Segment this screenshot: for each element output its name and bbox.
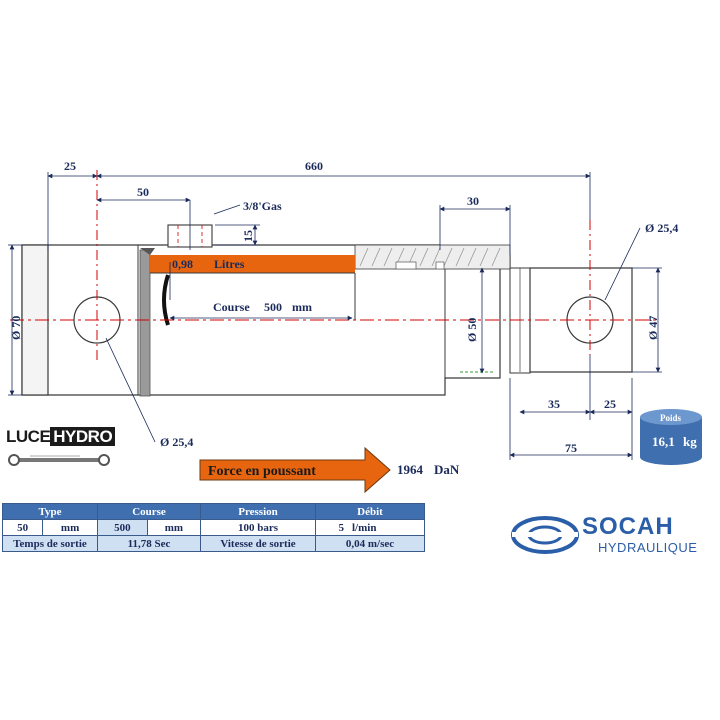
- dim-port-thread: 3/8'Gas: [243, 199, 282, 213]
- spec-table-header-row: Type Course Pression Débit: [2, 503, 425, 520]
- pression-value: 100 bars: [200, 519, 316, 536]
- header-debit: Débit: [315, 503, 425, 520]
- spec-table-values-row: 50 mm 500 mm 100 bars 5 l/min: [1, 519, 425, 536]
- dim-rod-eye-75: 75: [565, 441, 577, 455]
- oil-chamber: [150, 255, 355, 273]
- course-value: 500: [97, 519, 148, 536]
- course-unit: mm: [146, 519, 202, 536]
- force-value: 1964: [397, 462, 424, 477]
- dim-pin-hole-top: Ø 25,4: [645, 221, 678, 235]
- vitesse-value: 0,04 m/sec: [315, 535, 425, 552]
- dim-eye-offset: 25: [64, 159, 76, 173]
- dim-port-height: 15: [241, 230, 255, 242]
- force-unit: DaN: [434, 462, 460, 477]
- dim-rod-eye-25: 25: [604, 397, 616, 411]
- stroke-value: 500: [264, 300, 282, 314]
- dim-rod-eye-diameter: Ø 47: [646, 316, 660, 340]
- debit-unit: l/min: [348, 519, 425, 536]
- luce-hydro-illustration: [8, 454, 110, 466]
- dim-gland-length: 30: [467, 194, 479, 208]
- spec-table-time-row: Temps de sortie 11,78 Sec Vitesse de sor…: [2, 535, 425, 552]
- debit-value: 5: [315, 519, 348, 536]
- dim-pin-hole-bottom: Ø 25,4: [160, 435, 193, 449]
- spec-table: Type Course Pression Débit 50 mm 500 mm …: [1, 503, 425, 552]
- temps-value: 11,78 Sec: [97, 535, 201, 552]
- header-course: Course: [97, 503, 201, 520]
- luce-logo-part1: LUCE: [6, 427, 51, 446]
- weight-label: Poids: [660, 413, 682, 423]
- volume-value: 0,98: [172, 257, 193, 271]
- volume-unit: Litres: [214, 257, 245, 271]
- socah-logo-name: SOCAH: [582, 513, 674, 540]
- dim-total-length: 660: [305, 159, 323, 173]
- force-label: Force en poussant: [208, 464, 316, 479]
- socah-logo-icon: [511, 516, 579, 554]
- type-unit: mm: [42, 519, 98, 536]
- dim-body-diameter: Ø 70: [9, 316, 23, 340]
- temps-label: Temps de sortie: [2, 535, 98, 552]
- stroke-label: Course: [213, 300, 250, 314]
- socah-logo-subtitle: HYDRAULIQUE: [598, 540, 698, 555]
- weight-badge: [640, 409, 702, 465]
- header-type: Type: [2, 503, 98, 520]
- luce-logo-part2: HYDRO: [50, 427, 116, 446]
- type-value: 50: [1, 519, 44, 536]
- weight-value: 16,1: [652, 434, 675, 449]
- weight-unit: kg: [683, 434, 697, 449]
- vitesse-label: Vitesse de sortie: [200, 535, 316, 552]
- dim-rod-diameter: Ø 50: [465, 318, 479, 342]
- stroke-unit: mm: [292, 300, 312, 314]
- dim-port-offset: 50: [137, 185, 149, 199]
- header-pression: Pression: [200, 503, 316, 520]
- force-arrow: [199, 446, 391, 494]
- dim-rod-eye-35: 35: [548, 397, 560, 411]
